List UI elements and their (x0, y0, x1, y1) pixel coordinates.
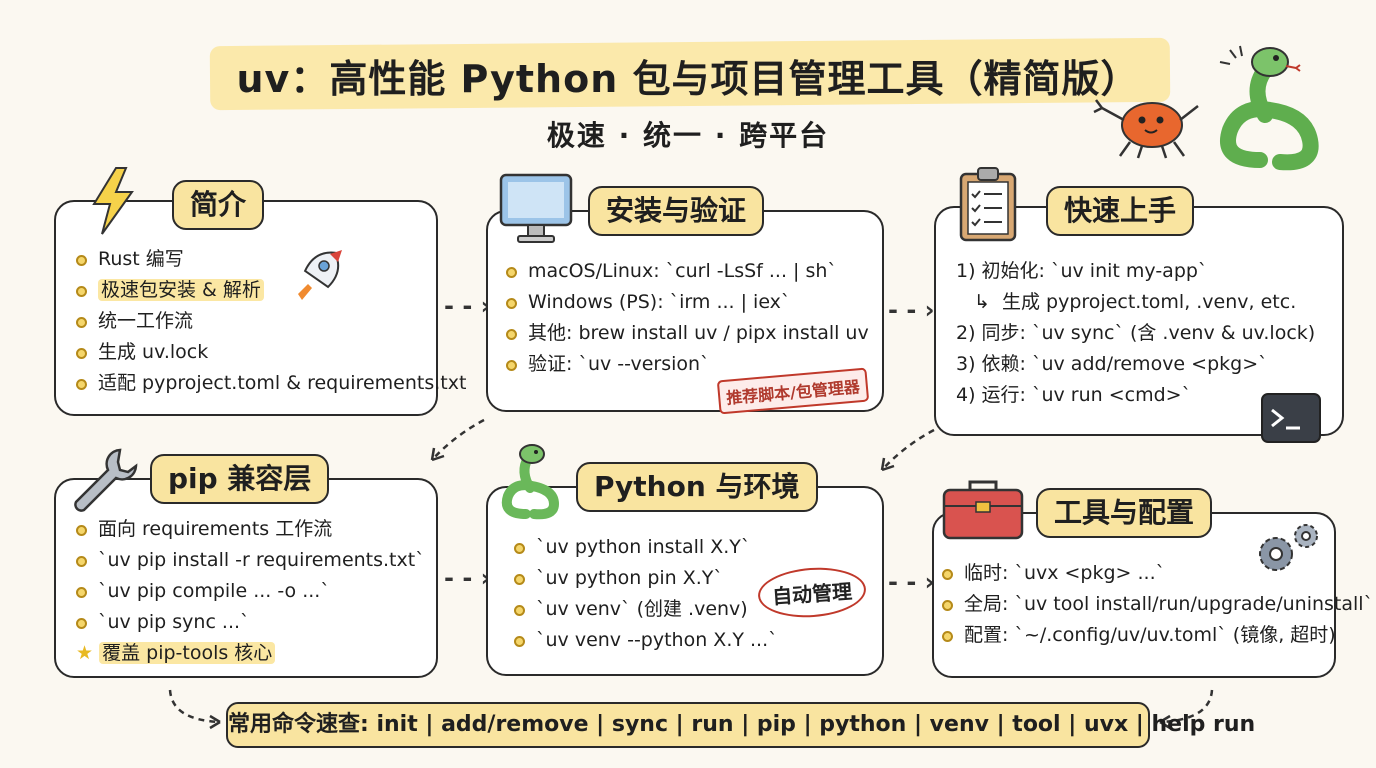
snake-mascot (1219, 45, 1319, 171)
python-item: `uv python install X.Y` (514, 532, 778, 563)
pip-item: 面向 requirements 工作流 (76, 514, 425, 545)
tools-item: 临时: `uvx <pkg> ...` (942, 558, 1373, 589)
python-item: `uv python pin X.Y` (514, 563, 778, 594)
pip-title: pip 兼容层 (150, 454, 330, 504)
python-title: Python 与环境 (576, 462, 818, 512)
page-title: uv：高性能 Python 包与项目管理工具（精简版） (236, 57, 1140, 101)
flow-arrow (1159, 689, 1214, 730)
install-item: Windows (PS): `irm ... | iex` (506, 287, 869, 318)
python-list: `uv python install X.Y` `uv python pin X… (514, 532, 778, 656)
lightning-icon (92, 167, 134, 235)
intro-title: 简介 (172, 180, 265, 230)
quickstart-item: 3) 依赖: `uv add/remove <pkg>` (956, 353, 1268, 375)
install-item: 验证: `uv --version` (506, 349, 869, 380)
python-item: `uv venv` (创建 .venv) (514, 594, 778, 625)
quickstart-item: 4) 运行: `uv run <cmd>` (956, 384, 1192, 406)
rocket-icon (298, 250, 342, 300)
intro-item: 统一工作流 (76, 306, 466, 337)
tools-title: 工具与配置 (1036, 488, 1213, 538)
flow-arrow (430, 418, 485, 462)
flow-arrow: - - › (444, 292, 491, 320)
crab-mascot (1093, 99, 1199, 159)
intro-item: Rust 编写 (76, 244, 466, 275)
pip-item: ★ 覆盖 pip-tools 核心 (76, 638, 425, 669)
command-cheatsheet: 常用命令速查: init | add/remove | sync | run |… (226, 702, 1255, 748)
snake-icon (501, 444, 560, 520)
wrench-icon (74, 448, 138, 512)
flow-arrow: - - › (888, 568, 935, 596)
intro-card (54, 200, 438, 416)
pip-item: `uv pip sync ...` (76, 607, 425, 638)
return-arrow-icon: ↳ (974, 291, 990, 313)
quickstart-subitem: ↳生成 pyproject.toml, .venv, etc. (956, 287, 1315, 318)
gears-icon (1259, 524, 1318, 571)
terminal-icon (1261, 393, 1321, 443)
intro-item: 极速包安装 & 解析 (76, 275, 466, 306)
flow-arrow (168, 689, 221, 730)
pip-list: 面向 requirements 工作流 `uv pip install -r r… (76, 514, 425, 669)
flow-arrow: - - › (888, 296, 935, 324)
toolbox-icon (942, 480, 1024, 540)
page-subtitle: 极速 · 统一 · 跨平台 (546, 119, 830, 152)
pip-item: `uv pip compile ... -o ...` (76, 576, 425, 607)
install-title: 安装与验证 (588, 186, 765, 236)
flow-arrow: - - › (444, 564, 491, 592)
pip-item: `uv pip install -r requirements.txt` (76, 545, 425, 576)
star-icon: ★ (76, 642, 94, 664)
monitor-icon (499, 173, 573, 243)
install-item: macOS/Linux: `curl -LsSf ... | sh` (506, 256, 869, 287)
tools-item: 全局: `uv tool install/run/upgrade/uninsta… (942, 589, 1373, 620)
intro-list: Rust 编写 极速包安装 & 解析 统一工作流 生成 uv.lock 适配 p… (76, 244, 466, 399)
quickstart-title: 快速上手 (1046, 186, 1195, 236)
intro-item: 适配 pyproject.toml & requirements.txt (76, 368, 466, 399)
tools-list: 临时: `uvx <pkg> ...` 全局: `uv tool install… (942, 558, 1373, 651)
tools-item: 配置: `~/.config/uv/uv.toml` (镜像, 超时) (942, 620, 1373, 651)
install-list: macOS/Linux: `curl -LsSf ... | sh` Windo… (506, 256, 869, 380)
flow-arrow (880, 428, 935, 472)
quickstart-item: 2) 同步: `uv sync` (含 .venv & uv.lock) (956, 322, 1316, 344)
install-item: 其他: brew install uv / pipx install uv (506, 318, 869, 349)
quickstart-item: 1) 初始化: `uv init my-app` (956, 260, 1208, 282)
clipboard-icon (959, 167, 1017, 242)
python-item: `uv venv --python X.Y ...` (514, 625, 778, 656)
intro-item: 生成 uv.lock (76, 337, 466, 368)
quickstart-list: 1) 初始化: `uv init my-app` ↳生成 pyproject.t… (956, 256, 1315, 411)
